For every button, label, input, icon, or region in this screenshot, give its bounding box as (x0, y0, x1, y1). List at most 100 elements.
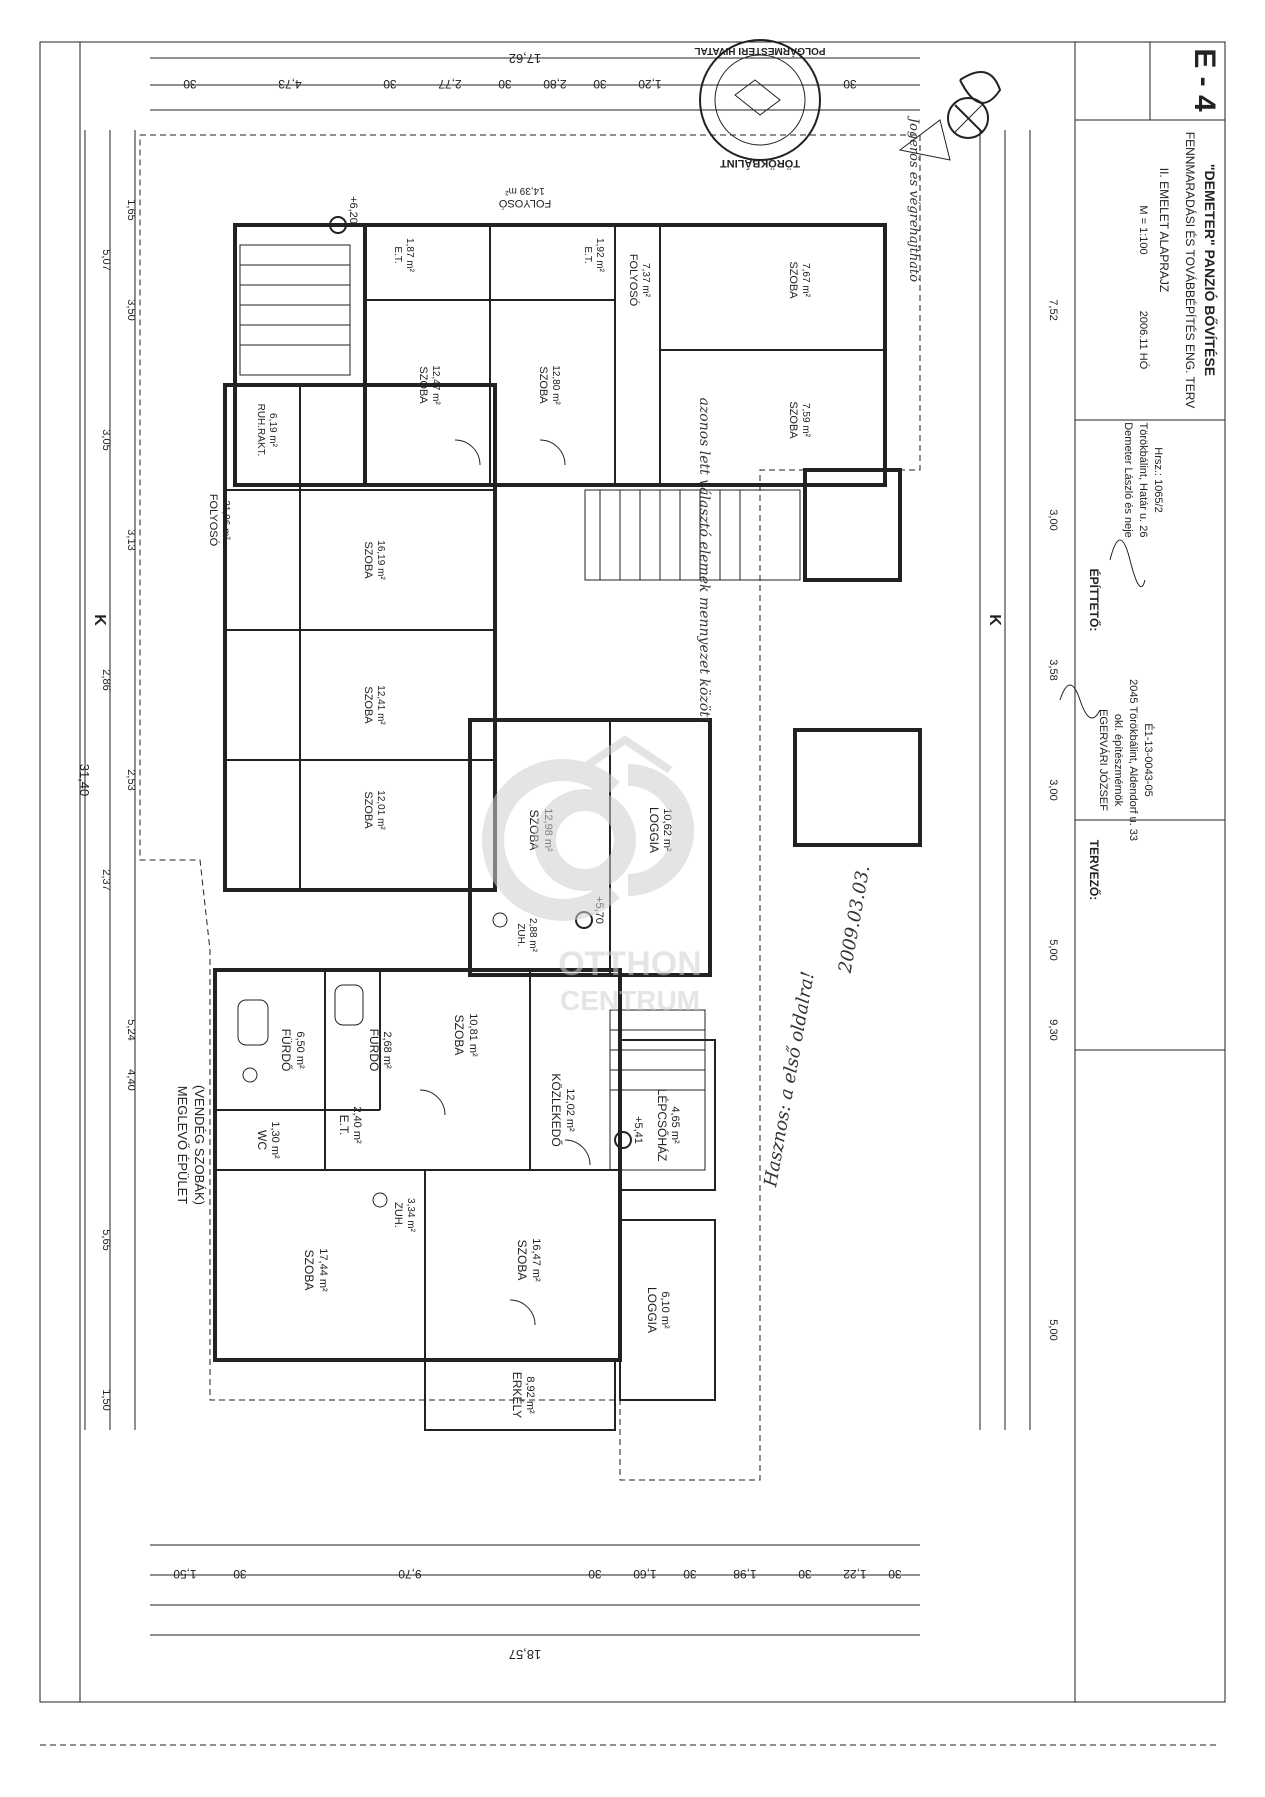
designer-title: okl. építészmérnök (1112, 714, 1124, 807)
section-mark-left: K (91, 614, 108, 626)
room-area-18: 21,96 m² (220, 500, 231, 540)
right-dim-6: 5,00 (1047, 1319, 1059, 1340)
watermark-line2: CENTRUM (560, 985, 700, 1016)
owner-name: Demeter László és neje (1122, 422, 1134, 538)
owner-label: ÉPÍTTETŐ: (1087, 569, 1102, 632)
watermark-line1: OTTHON (558, 945, 702, 983)
room-area-17: 16,19 m² (375, 540, 386, 580)
right-dim-5: 9,30 (1047, 1019, 1059, 1040)
room-name-27: E.T. (582, 246, 593, 263)
top-dim-3: 2,77 (438, 77, 462, 91)
stamp-town: TÖRÖKBÁLINT (720, 157, 800, 170)
left-dim-11: 1,50 (100, 1389, 112, 1410)
room-name-4: FÜRDŐ (279, 1029, 294, 1072)
left-dim-7: 2,37 (100, 869, 112, 890)
existing-building-label: MEGLEVŐ ÉPÜLET (175, 1086, 190, 1205)
bottom-dim-5: 30 (683, 1567, 697, 1581)
top-dim-6: 30 (593, 77, 607, 91)
room-name-20: SZOBA (537, 366, 549, 404)
room-area-26: 1,87 m² (404, 238, 415, 273)
bathtub-icon (334, 984, 364, 1026)
designer-label: TERVEZŐ: (1087, 840, 1102, 900)
left-dimensions: 31,40 1,65 5,07 3,50 3,05 3,13 2,86 2,53… (77, 130, 137, 1430)
room-area-11: 8,92 m² (524, 1376, 536, 1414)
room-name-24: SZOBA (787, 401, 799, 439)
designer-name: EGERVÁRI JÓZSEF (1097, 709, 1110, 811)
plan-type: FENNMARADÁSI ÉS TOVÁBBÉPÍTÉS ENG. TERV (1183, 132, 1198, 409)
room-area-0: 17,44 m² (317, 1248, 329, 1292)
bottom-overall-dim: 18,57 (509, 1647, 542, 1662)
bottom-dim-1: 30 (233, 1567, 247, 1581)
room-area-24: 7,59 m² (800, 403, 811, 438)
title-block: E - 4 "DEMETER" PANZIÓ BŐVÍTÉSE FENNMARA… (1059, 41, 1226, 1703)
room-name-1: SZOBA (515, 1240, 529, 1281)
owner-hrsz: Hrsz.: 1065/2 (1152, 447, 1164, 512)
stamp-office: POLGÁRMESTERI HIVATAL (694, 45, 825, 58)
right-dim-2: 3,58 (1047, 659, 1059, 680)
room-area-25: 6,19 m² (267, 413, 278, 448)
room-area-15: 12,01 m² (375, 790, 386, 830)
left-dim-8: 5,24 (125, 1019, 137, 1040)
walls (213, 223, 922, 1431)
handwritten-date: 2009.03.03. (835, 864, 875, 976)
room-area-2: 12,02 m² (564, 1088, 576, 1132)
drawing-title: II. EMELET ALAPRAJZ (1157, 168, 1171, 293)
existing-building-sublabel: (VENDÉG SZOBÁK) (192, 1085, 207, 1205)
room-name-15: SZOBA (362, 791, 374, 829)
room-name-5: FÜRDŐ (367, 1029, 382, 1072)
validity-note: Jogerős és végrehajtható (906, 115, 921, 282)
left-dim-0: 1,65 (125, 199, 137, 220)
room-name-9: LÉPCSŐHÁZ (655, 1089, 670, 1162)
room-name-19: SZOBA (417, 366, 429, 404)
room-name-16: SZOBA (362, 686, 374, 724)
shower-icon (372, 1192, 388, 1208)
north-arrow-icon (947, 97, 989, 139)
left-dim-3: 3,05 (100, 429, 112, 450)
right-dim-1: 3,00 (1047, 509, 1059, 530)
room-name-25: RUH.RAKT. (255, 404, 266, 457)
coat-of-arms-icon (734, 79, 781, 116)
designer-signature (1059, 684, 1101, 719)
top-dimensions: 17,62 30 4,73 30 2,77 30 2,80 30 1,20 30 (150, 51, 920, 111)
room-area-3: 10,81 m² (467, 1013, 479, 1057)
top-dim-7: 1,20 (638, 77, 662, 91)
project-title: "DEMETER" PANZIÓ BŐVÍTÉSE (1202, 164, 1219, 376)
handwritten-signature (959, 71, 1002, 104)
room-area-21: 7,37 m² (640, 263, 651, 298)
right-dim-0: 7,52 (1047, 299, 1059, 320)
room-name-14: ZUH. (515, 923, 526, 946)
room-area-19: 12,47 m² (430, 365, 441, 405)
room-name-13: LOGGIA (647, 807, 661, 853)
shower-icon (492, 912, 508, 928)
door-swing (454, 439, 481, 466)
top-dim-4: 30 (498, 77, 512, 91)
bottom-dim-2: 9,70 (398, 1567, 422, 1581)
room-name-8: ZUH. (392, 1202, 404, 1228)
room-name-0: SZOBA (302, 1250, 316, 1291)
room-area-9: 4,65 m² (669, 1106, 681, 1144)
door-swing (419, 1089, 446, 1116)
top-dim-0: 30 (183, 77, 197, 91)
door-swing (509, 1299, 536, 1326)
room-name-23: SZOBA (787, 261, 799, 299)
right-dim-3: 3,00 (1047, 779, 1059, 800)
room-name-3: SZOBA (452, 1015, 466, 1056)
left-dim-4: 3,13 (125, 529, 137, 550)
room-area-8: 3,34 m² (405, 1198, 416, 1233)
level-mark-2: +5,41 (632, 1116, 644, 1144)
room-area-4: 6,50 m² (294, 1031, 306, 1069)
room-area-13: 10,62 m² (661, 808, 673, 852)
watermark-logo: OTTHON CENTRUM (482, 735, 702, 1016)
designer-reg: É1-13-0043-05 (1142, 723, 1155, 796)
room-name-22: FOLYOSÓ (498, 197, 551, 210)
room-name-11: ERKÉLY (510, 1372, 525, 1418)
top-dim-2: 30 (383, 77, 397, 91)
sheet-code: E - 4 (1188, 48, 1221, 112)
door-swing (564, 1139, 591, 1166)
scale-label: M = 1:100 (1137, 205, 1149, 254)
top-dim-5: 2,80 (543, 77, 567, 91)
room-area-7: 1,30 m² (269, 1121, 281, 1159)
bottom-dim-4: 1,60 (633, 1567, 657, 1581)
designer-address: 2045 Törökbálint, Aldendorf u. 33 (1127, 679, 1139, 841)
